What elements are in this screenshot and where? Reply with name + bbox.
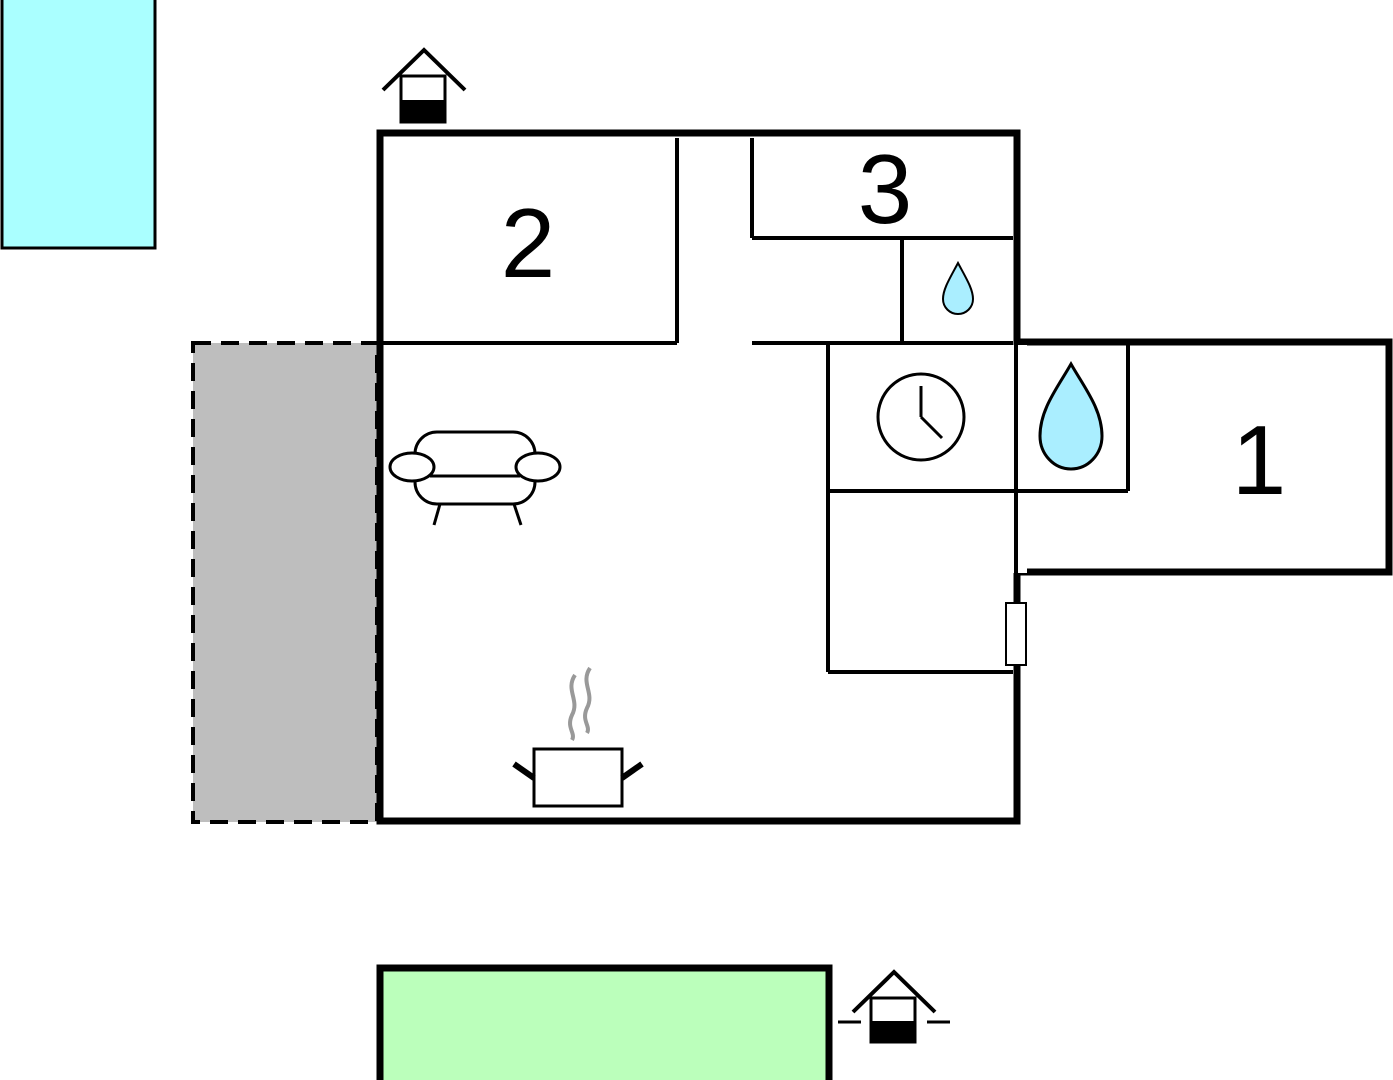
water-drop-icon [941, 260, 975, 315]
house-entrance-icon [838, 969, 950, 1044]
house-entrance-icon [381, 47, 467, 124]
cooking-pot-icon [512, 666, 644, 808]
room-3-label: 3 [858, 134, 913, 244]
clock-icon [876, 372, 966, 462]
room-2-label: 2 [501, 188, 556, 298]
pool-area [0, 0, 157, 250]
garden-area [376, 964, 833, 1080]
terrace-area [191, 341, 379, 824]
water-drop-icon [1038, 360, 1104, 471]
sofa-icon [388, 430, 562, 526]
room-1-label: 1 [1232, 405, 1287, 515]
interior-walls [383, 138, 1130, 674]
annex-outline [1017, 338, 1393, 576]
door [1005, 602, 1027, 666]
